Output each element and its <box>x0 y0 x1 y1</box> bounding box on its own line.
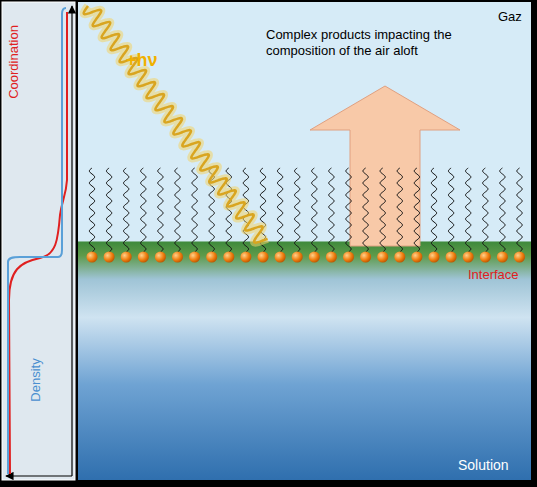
surfactant-head <box>377 252 388 263</box>
surfactant-tail <box>346 168 351 252</box>
surfactant-head <box>240 252 251 263</box>
surfactant-tail <box>397 168 402 252</box>
phase-label: Solution <box>458 457 509 474</box>
profile-panel <box>2 2 75 480</box>
surfactant-tail <box>106 168 111 252</box>
axis-label: Coordination <box>6 25 22 99</box>
surfactant-head <box>429 252 440 263</box>
surfactant-tail <box>124 168 129 252</box>
scene-background <box>78 2 531 480</box>
surfactant-head <box>223 252 234 263</box>
surfactant-head <box>172 252 183 263</box>
surfactant-head <box>394 252 405 263</box>
surfactant-tail <box>141 168 146 252</box>
surfactant-head <box>258 252 269 263</box>
surfactant-head <box>292 252 303 263</box>
photon-label: +hν <box>126 50 158 72</box>
surfactant-head <box>360 252 371 263</box>
surfactant-head <box>206 252 217 263</box>
surfactant-head <box>343 252 354 263</box>
surfactant-tail <box>192 168 197 252</box>
surfactant-tail <box>89 168 94 252</box>
photon-glow <box>84 6 268 243</box>
interface-label: Interface <box>468 267 519 283</box>
surfactant-head <box>87 252 98 263</box>
surfactant-head <box>309 252 320 263</box>
surfactant-head <box>275 252 286 263</box>
surfactant-head <box>463 252 474 263</box>
surfactant-tail <box>158 168 163 252</box>
axis-arrow <box>71 6 72 476</box>
surfactant-tail <box>431 168 436 252</box>
surfactant-head <box>121 252 132 263</box>
note-text: Complex products impacting the compositi… <box>266 27 456 58</box>
surfactant-tail <box>295 168 300 252</box>
surfactant-head <box>155 252 166 263</box>
surfactant-head <box>497 252 508 263</box>
surfactant-tail <box>500 168 505 252</box>
surfactant-head <box>138 252 149 263</box>
surfactant-head <box>446 252 457 263</box>
surfactant-head <box>480 252 491 263</box>
surfactant-tail <box>517 168 522 252</box>
surfactant-tail <box>483 168 488 252</box>
surfactant-tail <box>414 168 419 252</box>
phase-label: Gaz <box>498 9 522 25</box>
surfactant-tail <box>175 168 180 252</box>
surfactant-tail <box>466 168 471 252</box>
surfactant-tail <box>448 168 453 252</box>
surfactant-tail <box>363 168 368 252</box>
surfactant-head <box>514 252 525 263</box>
surfactant-tail <box>277 168 282 252</box>
surfactant-head <box>104 252 115 263</box>
surfactant-head <box>326 252 337 263</box>
surfactant-head <box>411 252 422 263</box>
surfactant-tail <box>380 168 385 252</box>
emission-arrow <box>310 86 460 246</box>
surfactant-tail <box>312 168 317 252</box>
axis-label: Density <box>28 358 44 401</box>
surfactant-tail <box>329 168 334 252</box>
photon-wave <box>84 6 268 243</box>
axis-arrow <box>6 475 72 476</box>
surfactant-head <box>189 252 200 263</box>
